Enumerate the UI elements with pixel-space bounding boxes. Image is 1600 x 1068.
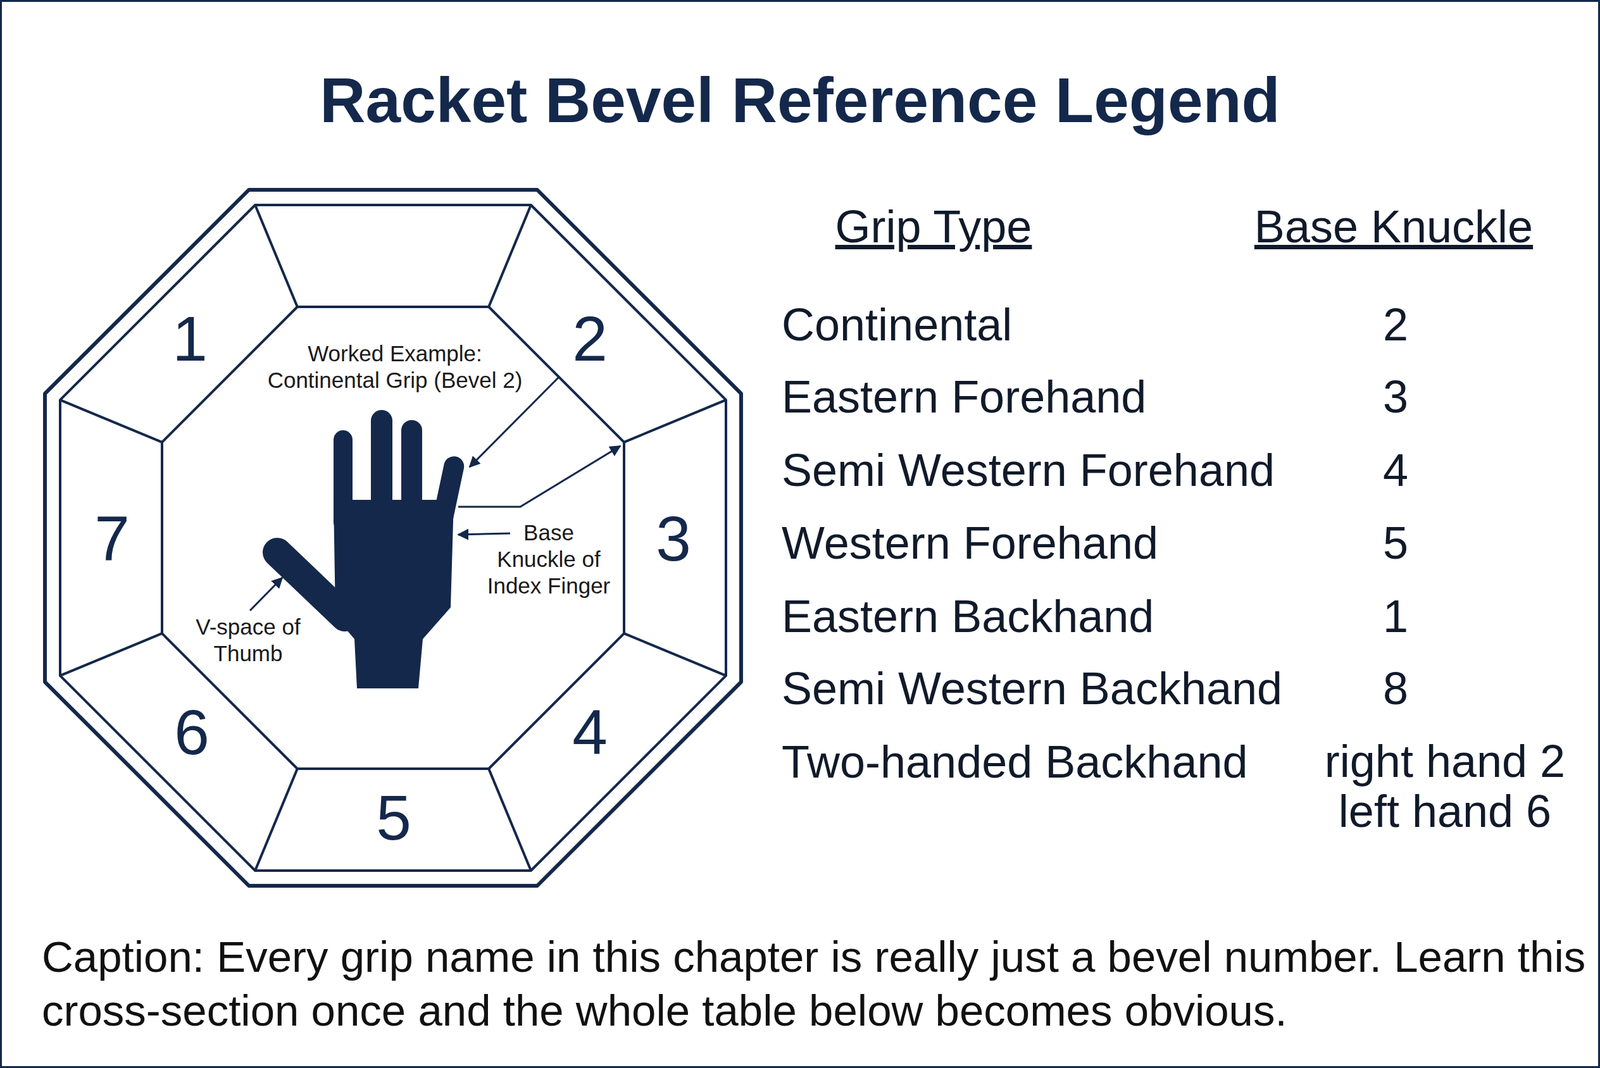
octagon-outline xyxy=(162,306,625,769)
bevel-number: 1 xyxy=(172,300,208,377)
bevel-divider xyxy=(624,400,726,443)
table-cell: Two-handed Backhand xyxy=(781,734,1249,790)
title: Racket Bevel Reference Legend xyxy=(319,62,1280,138)
table-header: Base Knuckle xyxy=(1254,199,1533,254)
bevel-divider xyxy=(624,633,726,676)
callout-text: Worked Example: Continental Grip (Bevel … xyxy=(249,340,541,394)
table-cell: 3 xyxy=(1382,369,1409,425)
callout-text: Base Knuckle of Index Finger xyxy=(483,519,614,600)
callout-text: V-space of Thumb xyxy=(184,613,312,668)
bevel-number: 5 xyxy=(375,779,412,856)
table-cell: Continental xyxy=(781,297,1013,352)
octagon-outline xyxy=(60,205,726,871)
table-cell: Western Forehand xyxy=(781,515,1159,571)
table-cell: Eastern Forehand xyxy=(781,369,1147,425)
bevel-divider xyxy=(60,633,163,676)
leader-lines xyxy=(250,377,621,611)
bevel-number: 6 xyxy=(174,694,210,771)
bevel-divider xyxy=(488,205,532,307)
hand-silhouette xyxy=(277,410,466,689)
table-header: Grip Type xyxy=(835,199,1033,254)
bevel-number: 2 xyxy=(572,300,608,377)
table-cell: 1 xyxy=(1382,589,1409,644)
bevel-number: 7 xyxy=(94,500,130,577)
bevel-number: 4 xyxy=(572,694,608,771)
table-cell: Eastern Backhand xyxy=(781,589,1154,644)
table-cell: 5 xyxy=(1382,515,1409,571)
table-cell: 8 xyxy=(1382,661,1409,716)
table-cell: 2 xyxy=(1382,297,1409,352)
bevel-divider xyxy=(488,768,532,871)
bevel-divider xyxy=(255,205,298,307)
table-cell: Semi Western Forehand xyxy=(781,443,1275,498)
bevel-divider xyxy=(255,768,298,871)
bevel-number: 3 xyxy=(655,500,692,577)
table-cell: right hand 2 left hand 6 xyxy=(1312,736,1578,837)
octagon-cross-section xyxy=(44,189,742,887)
table-cell: 4 xyxy=(1382,443,1409,498)
octagon-outline xyxy=(44,189,742,887)
table-cell: Semi Western Backhand xyxy=(781,661,1283,716)
bevel-divider xyxy=(60,400,163,443)
caption: Caption: Every grip name in this chapter… xyxy=(41,930,1587,1038)
